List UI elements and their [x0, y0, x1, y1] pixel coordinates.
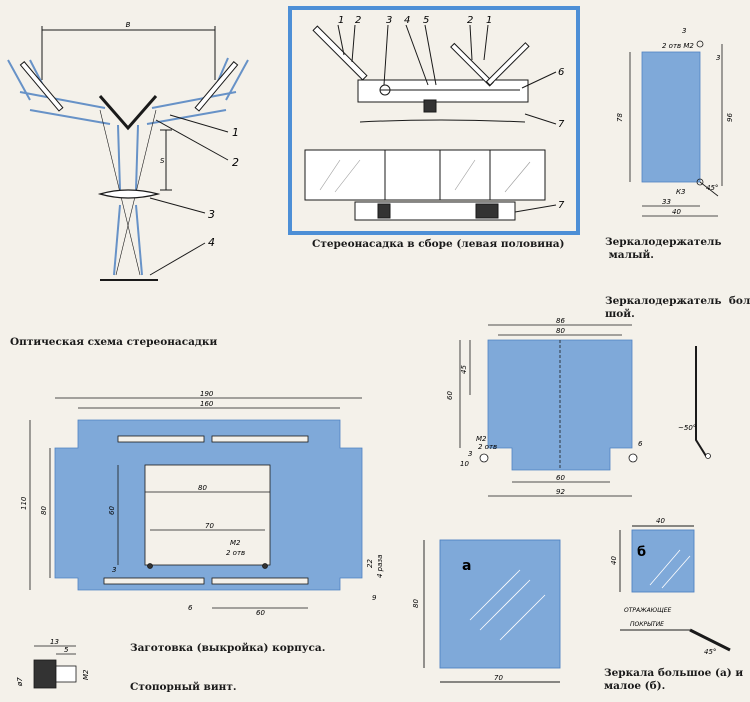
optical-scheme — [7, 26, 249, 281]
callout-1: 1 — [232, 126, 239, 139]
sh-d10: К3 — [676, 188, 685, 196]
bl-d3: 3 — [112, 566, 116, 574]
mir-coat1: ОТРАЖАЮЩЕЕ — [624, 607, 672, 614]
large-holder-profile — [695, 346, 707, 457]
sh-d96: 96 — [726, 113, 734, 122]
asm-callout-7b: 7 — [558, 200, 565, 211]
lens — [97, 189, 161, 199]
sc-d5: 5 — [64, 646, 69, 654]
caption-small-holder: Зеркалодержатель малый. — [605, 236, 722, 261]
small-holder-drawing — [629, 40, 723, 217]
sh-d45: 45° — [706, 184, 718, 192]
bl-d60b: 60 — [256, 609, 265, 617]
lh-d86: 86 — [556, 317, 565, 325]
blank-drawing — [29, 397, 363, 609]
assembly-drawing — [288, 6, 580, 235]
small-holder-plate — [641, 51, 701, 183]
asm-callout-2b: 2 — [467, 15, 473, 26]
sh-d33: 33 — [662, 198, 671, 206]
sh-d3b: 3 — [716, 54, 720, 62]
bl-d110: 110 — [20, 496, 28, 510]
lh-d50: ~50° — [678, 424, 696, 432]
screw-head — [33, 659, 57, 689]
light-rays — [7, 57, 249, 276]
mir-d40h: 40 — [610, 556, 618, 565]
asm-callout-5: 5 — [423, 15, 429, 26]
lh-d45: 45 — [460, 365, 468, 374]
bl-d9: 9 — [372, 594, 377, 602]
bl-d190: 190 — [200, 390, 214, 398]
bl-otv: 2 отв — [226, 549, 245, 557]
caption-optical: Оптическая схема стереонасадки — [10, 336, 218, 348]
mir-coat2: ПОКРЫТИЕ — [630, 621, 664, 628]
outer-mirror-left — [19, 61, 64, 112]
bl-m2: М2 — [230, 539, 241, 547]
inner-mirrors — [98, 95, 158, 131]
bl-d80h: 80 — [198, 484, 207, 492]
mirror-b-label: б — [637, 545, 646, 560]
mirror-b — [631, 529, 695, 593]
caption-assembly: Стереонасадка в сборе (левая половина) — [312, 238, 565, 250]
dimension-b-label: В — [126, 21, 131, 29]
outer-mirror-right — [194, 61, 239, 112]
bl-d60: 60 — [108, 506, 116, 515]
screw-drawing — [33, 645, 77, 689]
mirrors-drawing — [423, 525, 731, 683]
callout-4: 4 — [208, 236, 215, 249]
caption-mirrors: Зеркала большое (а) и малое (б). — [604, 667, 744, 692]
mirror-a-label: а — [462, 558, 471, 574]
large-holder-drawing — [459, 324, 711, 497]
asm-callout-3: 3 — [386, 15, 392, 26]
bl-d70: 70 — [205, 522, 214, 530]
caption-screw: Стопорный винт. — [130, 681, 237, 693]
mirror-a — [439, 539, 561, 669]
assembly-mirror-left — [312, 25, 368, 81]
blank-window — [144, 464, 271, 566]
bl-d6: 6 — [188, 604, 193, 612]
asm-callout-6: 6 — [558, 67, 564, 78]
mir-d45: 45° — [704, 648, 716, 656]
mir-d80: 80 — [412, 599, 420, 608]
sc-d7: ø7 — [16, 677, 24, 687]
bl-d22: 22 — [366, 559, 374, 568]
lh-m2: М2 — [476, 435, 487, 443]
lh-d60: 60 — [556, 474, 565, 482]
mir-d40w: 40 — [656, 517, 665, 525]
bl-d4: 4 раза — [376, 555, 384, 578]
callout-3: 3 — [208, 208, 215, 221]
dimension-s-label: S — [160, 157, 165, 165]
lh-d6: 6 — [638, 440, 643, 448]
sh-d78: 78 — [616, 113, 624, 122]
asm-callout-2: 2 — [355, 15, 361, 26]
lh-d92: 92 — [556, 488, 565, 496]
callout-2: 2 — [232, 156, 239, 169]
mir-d70: 70 — [494, 674, 503, 682]
sh-d3: 3 — [682, 27, 686, 35]
lh-d3: 3 — [468, 450, 472, 458]
sh-holes: 2 отв М2 — [662, 42, 694, 50]
bl-d160: 160 — [200, 400, 214, 408]
asm-callout-7: 7 — [558, 119, 565, 130]
lh-d60h: 60 — [446, 391, 454, 400]
asm-callout-1: 1 — [338, 15, 344, 26]
caption-large-holder: Зеркалодержатель боль- шой. — [605, 295, 750, 320]
asm-callout-4: 4 — [404, 15, 410, 26]
bl-d80v: 80 — [40, 506, 48, 515]
sc-d13: 13 — [50, 638, 59, 646]
sc-m2: М2 — [82, 669, 90, 680]
lh-d80: 80 — [556, 327, 565, 335]
caption-blank: Заготовка (выкройка) корпуса. — [130, 642, 326, 654]
lh-otv: 2 отв — [478, 443, 497, 451]
assembly-frame — [288, 6, 580, 235]
asm-callout-1b: 1 — [486, 15, 492, 26]
lh-d10: 10 — [460, 460, 469, 468]
sh-d40: 40 — [672, 208, 681, 216]
